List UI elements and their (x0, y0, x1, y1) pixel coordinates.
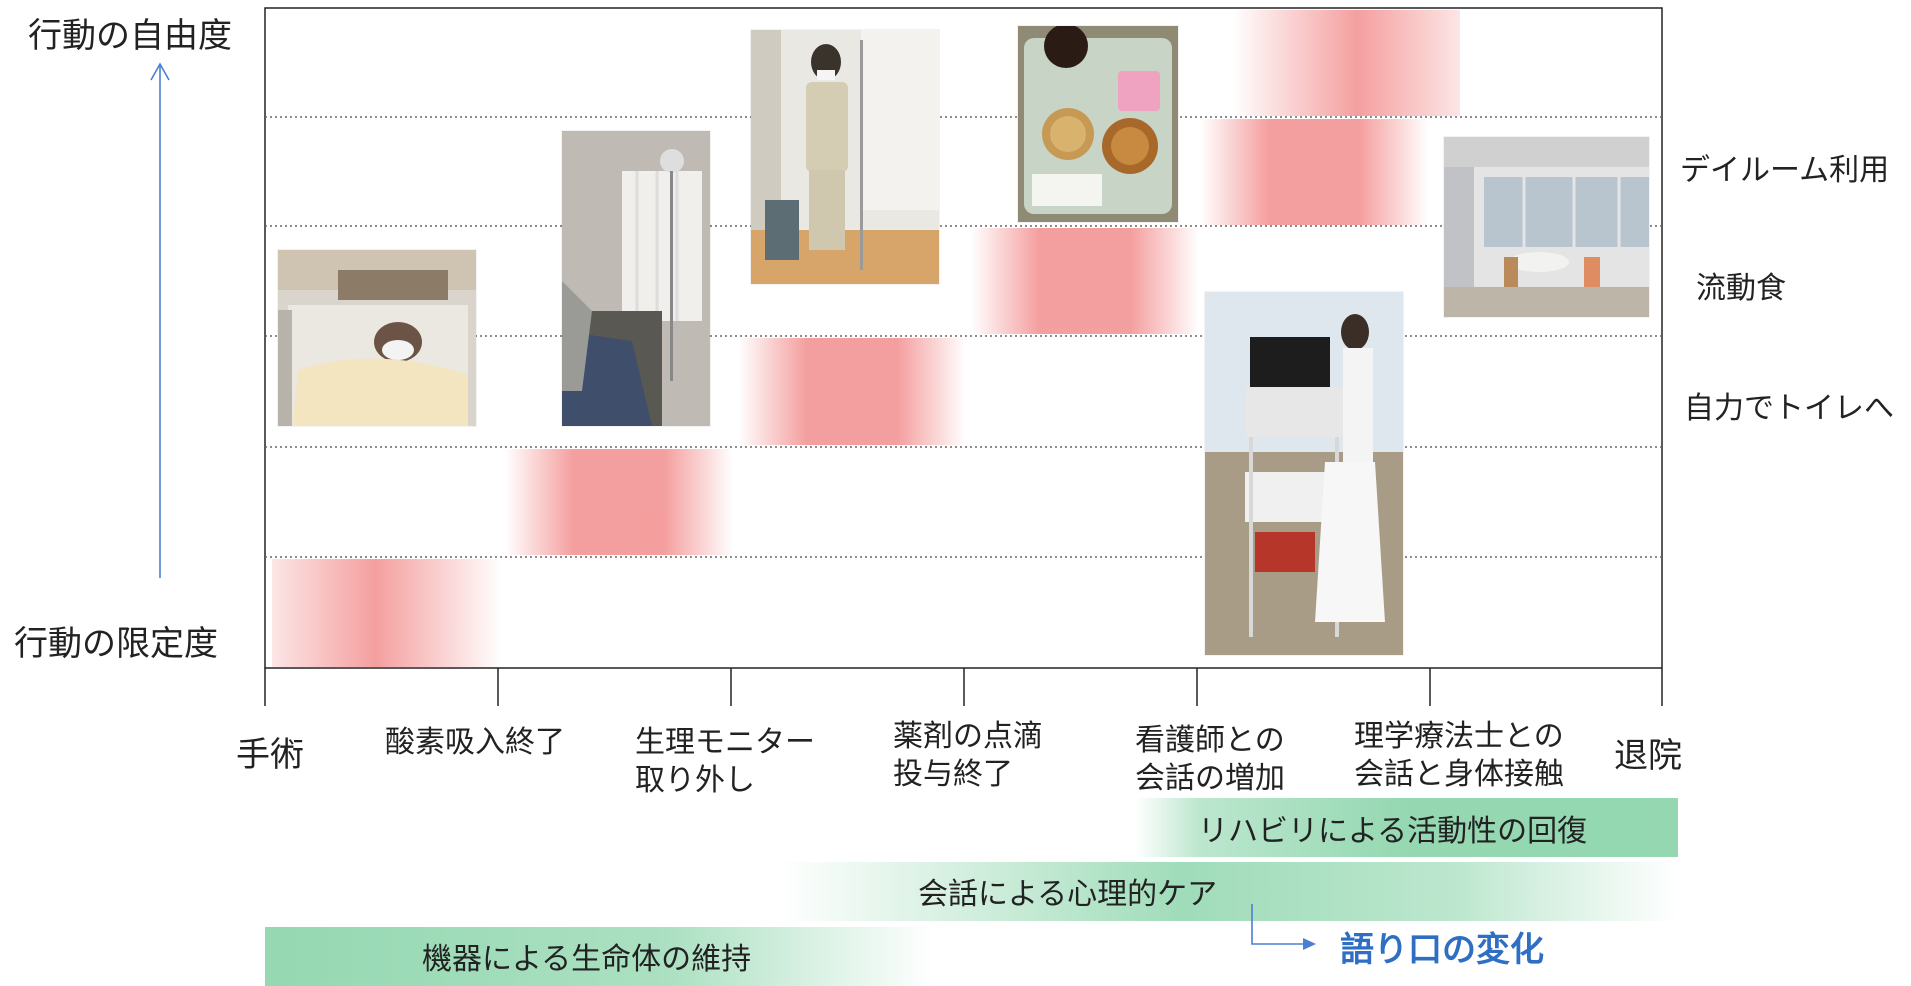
level-label-liquid-food: 流動食 (1696, 271, 1786, 306)
photo-patient-standing (751, 30, 939, 284)
x-label-line: 投与終了 (893, 757, 1013, 793)
photo-meal-tray (1018, 26, 1178, 222)
x-label-nurse-conversation: 看護師との 会話の増加 (1135, 722, 1285, 799)
x-label-line: 会話と身体接触 (1354, 757, 1564, 793)
x-label-monitor-removal: 生理モニター 取り外し (635, 724, 815, 801)
step-highlight (1200, 119, 1428, 225)
band-life-support (265, 927, 935, 986)
x-label-line: 理学療法士との (1354, 719, 1564, 754)
freedom-arrow-head (150, 62, 170, 81)
photo-hospital-room (562, 131, 710, 426)
nurse-cart-icon (1205, 292, 1403, 655)
x-label-therapist-contact: 理学療法士との 会話と身体接触 (1354, 718, 1564, 795)
bed-icon (278, 250, 476, 426)
step-highlight (272, 559, 502, 667)
annotation-arrow (1251, 904, 1305, 945)
step-highlight (1232, 10, 1460, 116)
x-label-surgery: 手術 (236, 735, 304, 775)
x-label-line: 看護師との (1135, 723, 1285, 758)
room-icon (562, 131, 710, 426)
annotation-arrow-head (1303, 938, 1316, 950)
step-highlight (971, 228, 1199, 334)
x-label-drip-end: 薬剤の点滴 投与終了 (893, 718, 1043, 795)
x-label-discharge: 退院 (1614, 736, 1682, 776)
meal-tray-icon (1018, 26, 1178, 222)
x-label-line: 生理モニター (635, 725, 815, 760)
step-highlight (505, 449, 733, 555)
x-label-line: 取り外し (635, 763, 755, 799)
step-highlight (738, 338, 966, 445)
band-rehab (1135, 798, 1678, 857)
narrative-change-label: 語り口の変化 (1340, 930, 1544, 970)
band-life-support-label: 機器による生命体の維持 (422, 942, 752, 977)
dayroom-icon (1444, 137, 1649, 317)
band-psychological-care-label: 会話による心理的ケア (918, 877, 1218, 912)
level-label-dayroom: デイルーム利用 (1680, 153, 1890, 188)
x-label-line: 会話の増加 (1135, 761, 1285, 797)
x-label-oxygen-end: 酸素吸入終了 (385, 724, 565, 762)
y-axis-bottom-label: 行動の限定度 (14, 624, 218, 664)
band-rehab-label: リハビリによる活動性の回復 (1198, 814, 1588, 849)
x-label-line: 酸素吸入終了 (385, 725, 565, 760)
x-label-line: 薬剤の点滴 (893, 719, 1043, 754)
photo-dayroom (1444, 137, 1649, 317)
level-label-toilet: 自力でトイレへ (1684, 391, 1894, 426)
band-psychological-care (778, 862, 1678, 921)
photo-patient-in-bed (278, 250, 476, 426)
patient-standing-icon (751, 30, 939, 284)
y-axis-top-label: 行動の自由度 (28, 16, 232, 56)
photo-nurse-cart (1205, 292, 1403, 655)
